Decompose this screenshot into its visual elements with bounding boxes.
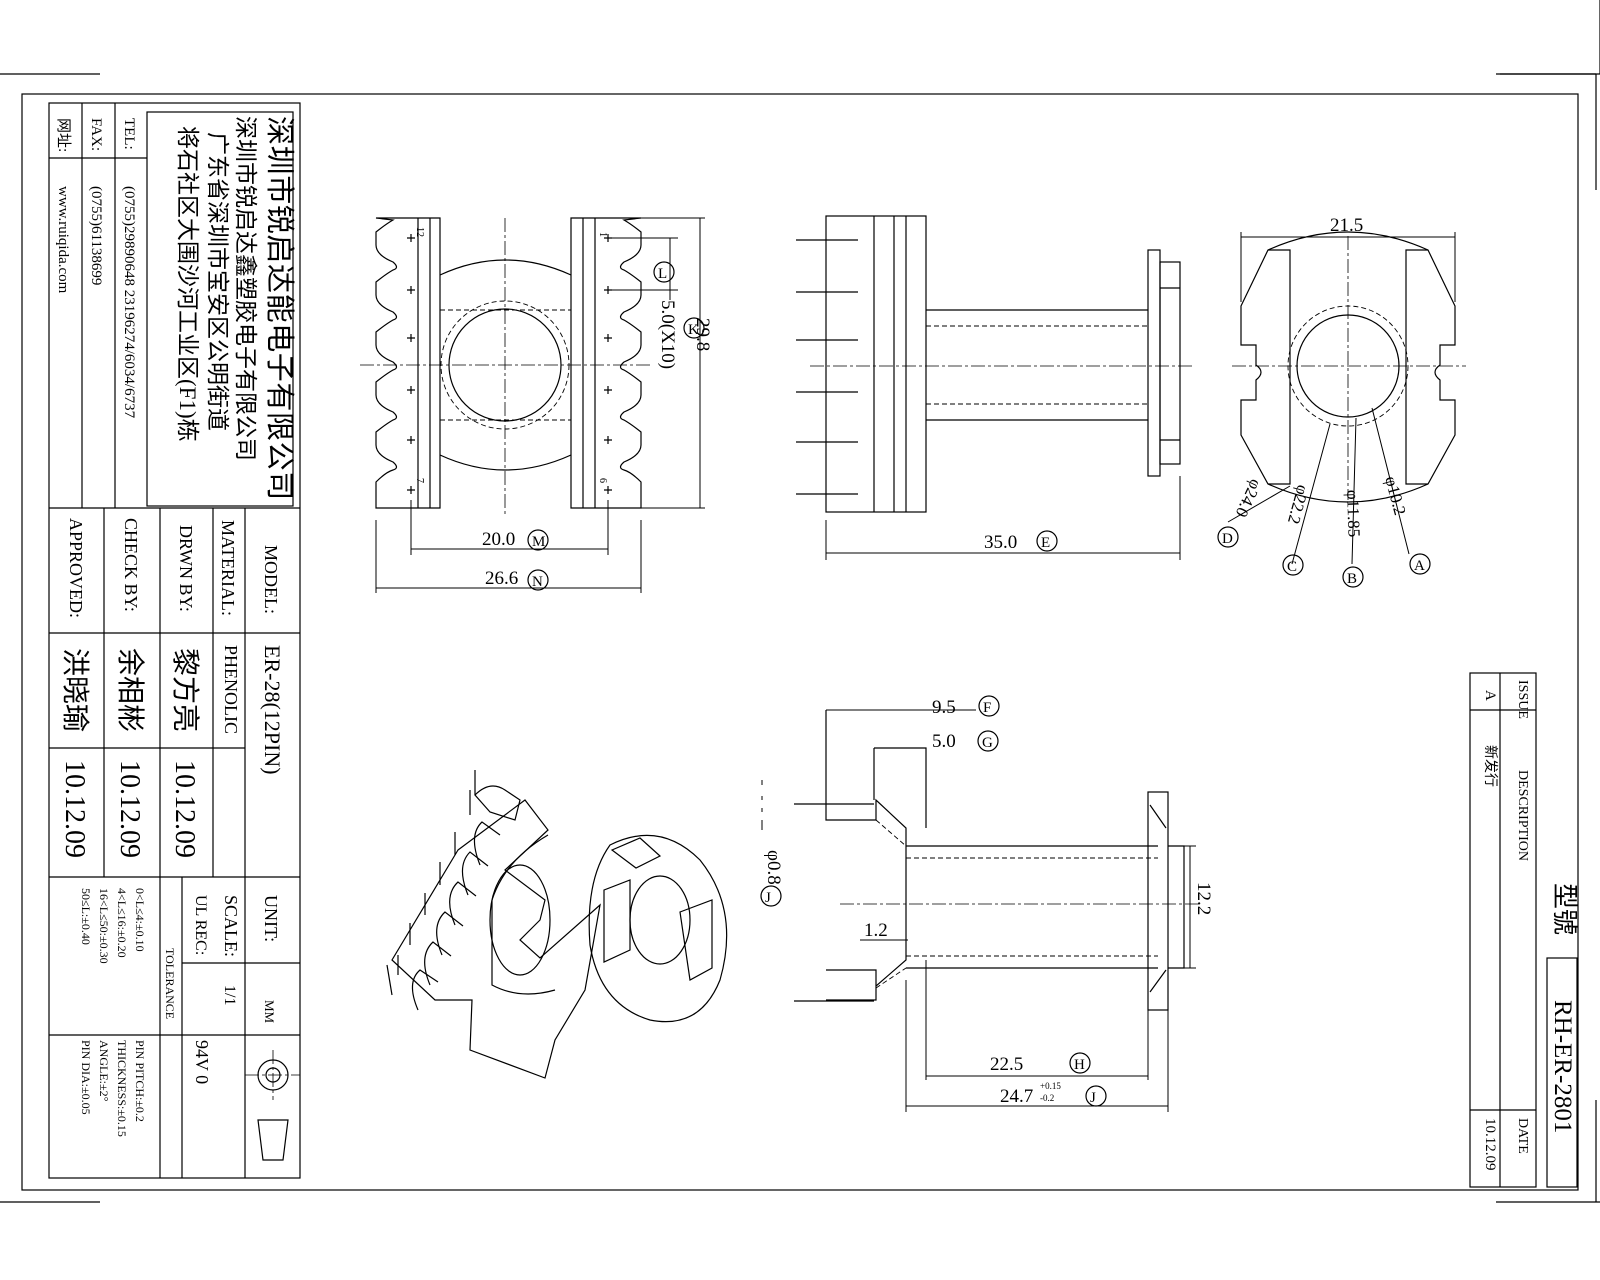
fax-value: (0755)61138699 xyxy=(88,186,104,285)
drwn-name: 黎方亮 xyxy=(169,648,201,732)
material-value: PHENOLIC xyxy=(221,645,241,734)
check-name: 余相彬 xyxy=(114,648,146,732)
ul-rec-label: UL REC: xyxy=(192,895,209,955)
dim-pitch: 5.0(X10) xyxy=(657,300,678,369)
dim-j-tol-up: +0.15 xyxy=(1040,1081,1061,1091)
marker-g: G xyxy=(982,735,993,751)
scale-value: 1/1 xyxy=(221,985,238,1005)
dim-inner-width: 20.0 xyxy=(482,529,515,550)
address-line-2: 将石社区大围沙河工业区(F1)栋 xyxy=(175,126,200,442)
dim-phi-d: φ24.0 xyxy=(1232,476,1266,520)
tolerance-title: TOLERANCE xyxy=(163,948,177,1019)
dim-phi-b: φ11.85 xyxy=(1343,489,1364,537)
marker-m: M xyxy=(532,534,545,550)
check-date: 10.12.09 xyxy=(114,760,145,858)
tolerance-line-1: 0<L≤4:±0.10 xyxy=(133,888,147,952)
issue-label: ISSUE xyxy=(1515,680,1530,719)
dim-slot: 12.2 xyxy=(1193,882,1214,915)
marker-e: E xyxy=(1041,535,1050,551)
front-view: 12 7 1 6 xyxy=(360,217,705,593)
tolerance-line-4: 50≤L:±0.40 xyxy=(79,888,93,945)
marker-b: B xyxy=(1347,571,1357,587)
marker-k: K xyxy=(688,322,699,338)
marker-c: C xyxy=(1287,559,1297,575)
tolerance-line-2: 4<L≤16:±0.20 xyxy=(115,888,129,958)
drwn-date: 10.12.09 xyxy=(169,760,200,858)
marker-d: D xyxy=(1222,531,1233,547)
dim-phi-c: φ22.2 xyxy=(1284,483,1313,526)
tolerance-right-2: THICKNESS:±0.15 xyxy=(115,1040,129,1137)
check-by-label: CHECK BY: xyxy=(121,518,141,612)
reference-markers: A B C D E F G H J J K L M N xyxy=(527,261,1431,1107)
approved-name: 洪晓瑜 xyxy=(59,648,91,732)
unit-value: MM xyxy=(262,1000,277,1024)
marker-f: F xyxy=(983,700,991,716)
tel-label: TEL: xyxy=(121,118,137,150)
dim-outer-width: 26.6 xyxy=(485,568,518,589)
marker-l: L xyxy=(658,266,667,282)
pin-label-7: 7 xyxy=(414,478,425,483)
approved-date: 10.12.09 xyxy=(59,760,90,858)
model-label: MODEL: xyxy=(261,545,281,614)
company-name-1: 深圳市锐启达能电子有限公司 xyxy=(263,116,296,501)
company-name-2: 深圳市锐启达鑫塑胶电子有限公司 xyxy=(233,116,258,461)
isometric-view xyxy=(386,770,728,1079)
model-no-value: RH-ER-2801 xyxy=(1549,1000,1576,1133)
dim-j-tol-down: -0.2 xyxy=(1040,1093,1054,1103)
web-value: www.ruiqida.com xyxy=(55,186,71,294)
marker-pin: J xyxy=(765,890,771,906)
date-label: DATE xyxy=(1515,1118,1530,1154)
unit-label: UNIT: xyxy=(261,895,281,942)
fax-label: FAX: xyxy=(88,118,104,151)
issue-value: A xyxy=(1482,690,1498,701)
side-view xyxy=(796,215,1195,560)
dim-height: 29.8 xyxy=(692,318,713,351)
ul-rec-value: 94V 0 xyxy=(192,1040,212,1084)
top-view xyxy=(1227,231,1466,565)
drwn-by-label: DRWN BY: xyxy=(176,525,196,612)
date-value: 10.12.09 xyxy=(1482,1118,1498,1171)
sheet-frame xyxy=(0,0,1600,1203)
section-view xyxy=(761,709,1200,1112)
material-label: MATERIAL: xyxy=(218,520,238,616)
address-line-1: 广东省深圳市宝安区公明街道 xyxy=(205,132,230,431)
model-value: ER-28(12PIN) xyxy=(260,645,285,775)
pin-label-6: 6 xyxy=(597,478,608,483)
dim-h: 22.5 xyxy=(990,1054,1023,1075)
description-label: DESCRIPTION xyxy=(1515,770,1530,861)
web-label: 网址: xyxy=(55,118,72,152)
tel-value: (0755)29890648 23196274/6034/6737 xyxy=(121,186,137,419)
description-value: 新发行 xyxy=(1482,745,1498,787)
dim-g: 5.0 xyxy=(932,731,956,752)
title-block: 深圳市锐启达能电子有限公司 深圳市锐启达鑫塑胶电子有限公司 广东省深圳市宝安区公… xyxy=(48,102,301,1179)
dim-pin-dia: φ0.8 xyxy=(763,850,784,885)
dim-j: 24.7 xyxy=(1000,1086,1033,1107)
dim-length: 35.0 xyxy=(984,532,1017,553)
revision-block: ISSUE A DESCRIPTION 新发行 DATE 10.12.09 型號… xyxy=(1469,672,1579,1188)
marker-j: J xyxy=(1090,1090,1096,1106)
approved-label: APPROVED: xyxy=(66,518,86,618)
marker-a: A xyxy=(1414,558,1425,574)
marker-h: H xyxy=(1074,1057,1085,1073)
dim-f: 9.5 xyxy=(932,697,956,718)
projection-symbol-icon xyxy=(245,1050,300,1161)
dim-top-width: 21.5 xyxy=(1330,215,1363,236)
scale-label: SCALE: xyxy=(221,895,241,957)
tolerance-line-3: 16<L≤50:±0.30 xyxy=(97,888,111,964)
marker-n: N xyxy=(532,574,543,590)
tolerance-right-1: PIN PITCH:±0.2 xyxy=(133,1040,147,1122)
model-no-label: 型號 xyxy=(1550,883,1579,935)
pin-label-12: 12 xyxy=(414,227,425,237)
pin-label-1: 1 xyxy=(597,232,608,237)
tolerance-right-3: ANGLE:±2° xyxy=(97,1040,111,1102)
dim-flange-thickness: 1.2 xyxy=(864,920,888,941)
tolerance-right-4: PIN DIA:±0.05 xyxy=(79,1040,93,1115)
